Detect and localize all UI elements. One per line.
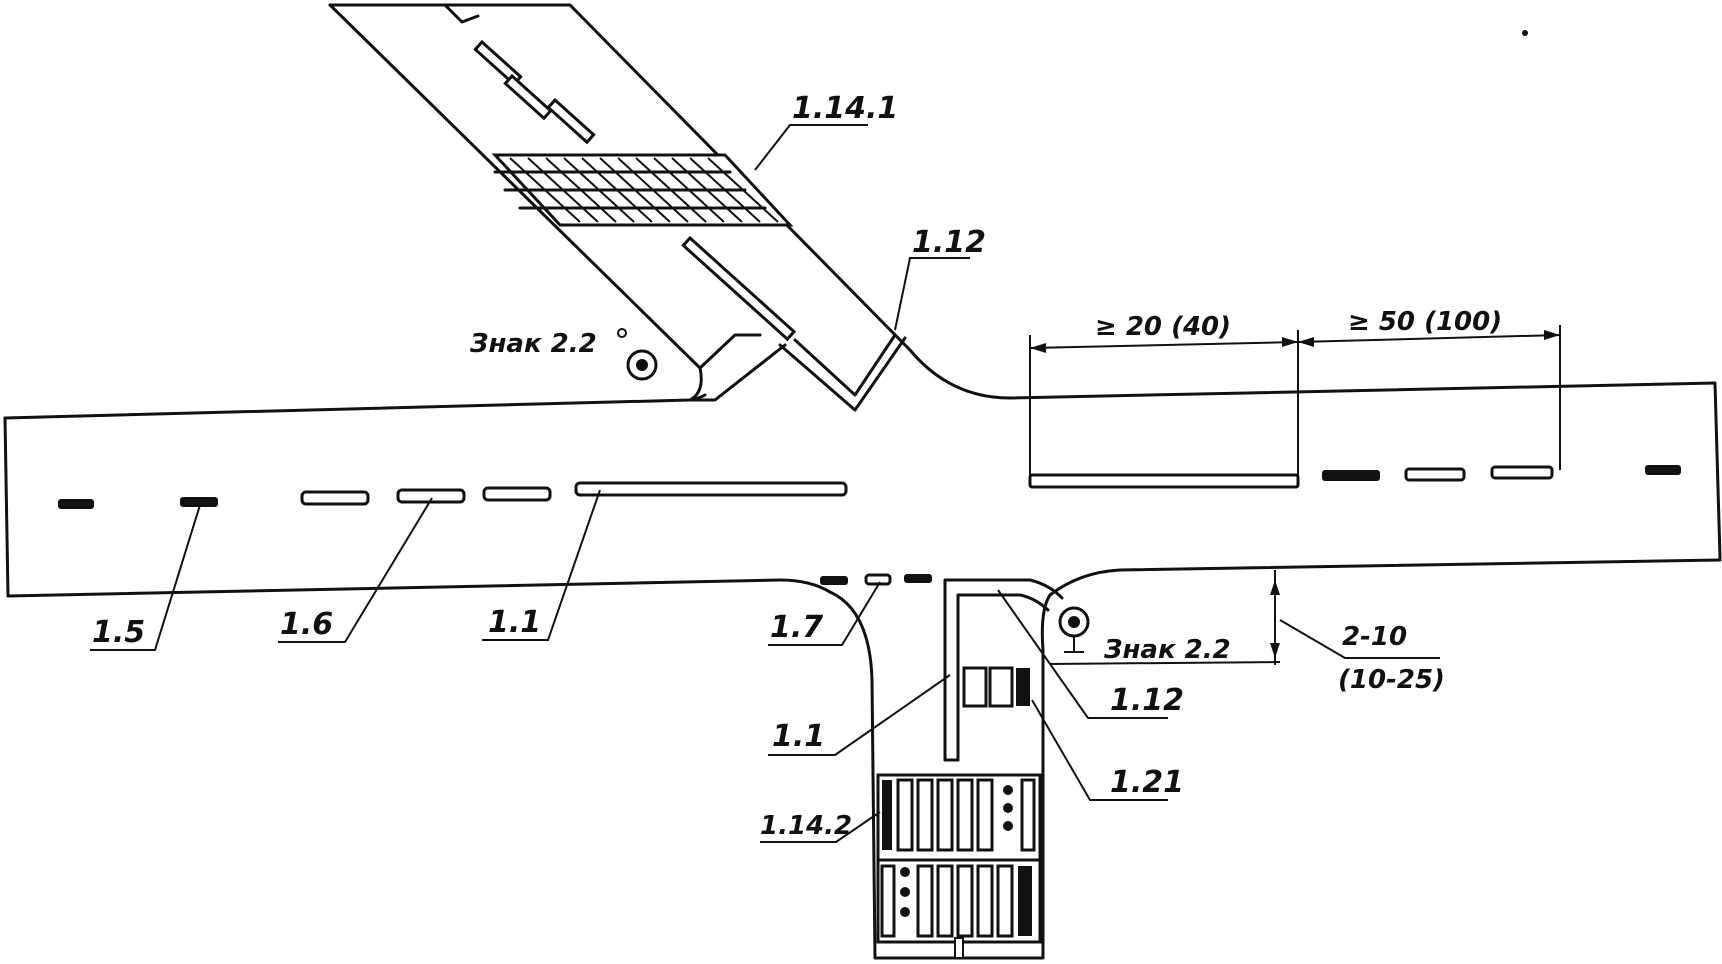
sign-2-2-top [617, 328, 658, 381]
dash-right [1490, 465, 1554, 480]
dimension-lines-top [1029, 325, 1561, 482]
dash-1-7 [864, 573, 892, 586]
sign-2-2-bottom [1058, 606, 1090, 653]
diag-dash [546, 97, 596, 145]
dash-1-7 [904, 574, 932, 583]
dash-right [1322, 470, 1380, 481]
label-1-12-top: 1.12 [912, 225, 986, 260]
solid-line-1-1 [574, 481, 848, 497]
label-1-12-bottom: 1.12 [1110, 683, 1184, 718]
dash-1-5 [58, 499, 94, 509]
dash-1-6 [396, 488, 466, 504]
main-road-outline [3, 348, 1722, 598]
speck [1522, 30, 1528, 36]
dash-1-6 [482, 486, 552, 502]
label-1-14-1: 1.14.1 [792, 91, 898, 126]
label-1-1-side: 1.1 [772, 719, 825, 754]
label-dim-50: ≥ 50 (100) [1348, 307, 1502, 337]
dash-1-7 [820, 576, 848, 585]
label-1-1-main: 1.1 [488, 605, 541, 640]
dash-1-5 [180, 497, 218, 507]
diag-solid-line [681, 235, 797, 342]
dash-right [1645, 465, 1681, 475]
solid-line-1-1-right [1028, 473, 1300, 489]
label-1-14-2: 1.14.2 [760, 811, 852, 841]
label-sign-bottom: Знак 2.2 [1103, 635, 1231, 665]
label-dim-10-25: (10-25) [1338, 665, 1445, 695]
zebra-crossing-1-14-2 [876, 773, 1042, 959]
dash-right [1404, 467, 1466, 482]
diagonal-road [328, 3, 912, 412]
zebra-crossing-1-14-1 [491, 153, 794, 227]
label-1-21: 1.21 [1110, 765, 1184, 800]
labels: 1.14.1 1.12 Знак 2.2 ≥ 20 (40) ≥ 50 (100… [92, 91, 1502, 841]
label-1-7: 1.7 [770, 610, 823, 645]
diag-dash [503, 73, 553, 121]
leader-lines [90, 124, 1440, 843]
main-road-markings [58, 465, 1681, 509]
label-1-6: 1.6 [280, 607, 333, 642]
dash-1-6 [300, 490, 370, 506]
marking-1-21-stop [962, 666, 1030, 708]
side-road-bottom [820, 570, 1281, 960]
label-sign-top: Знак 2.2 [469, 329, 597, 359]
label-dim-2-10: 2-10 [1342, 622, 1407, 652]
label-dim-20: ≥ 20 (40) [1095, 312, 1231, 342]
label-1-5: 1.5 [92, 615, 145, 650]
